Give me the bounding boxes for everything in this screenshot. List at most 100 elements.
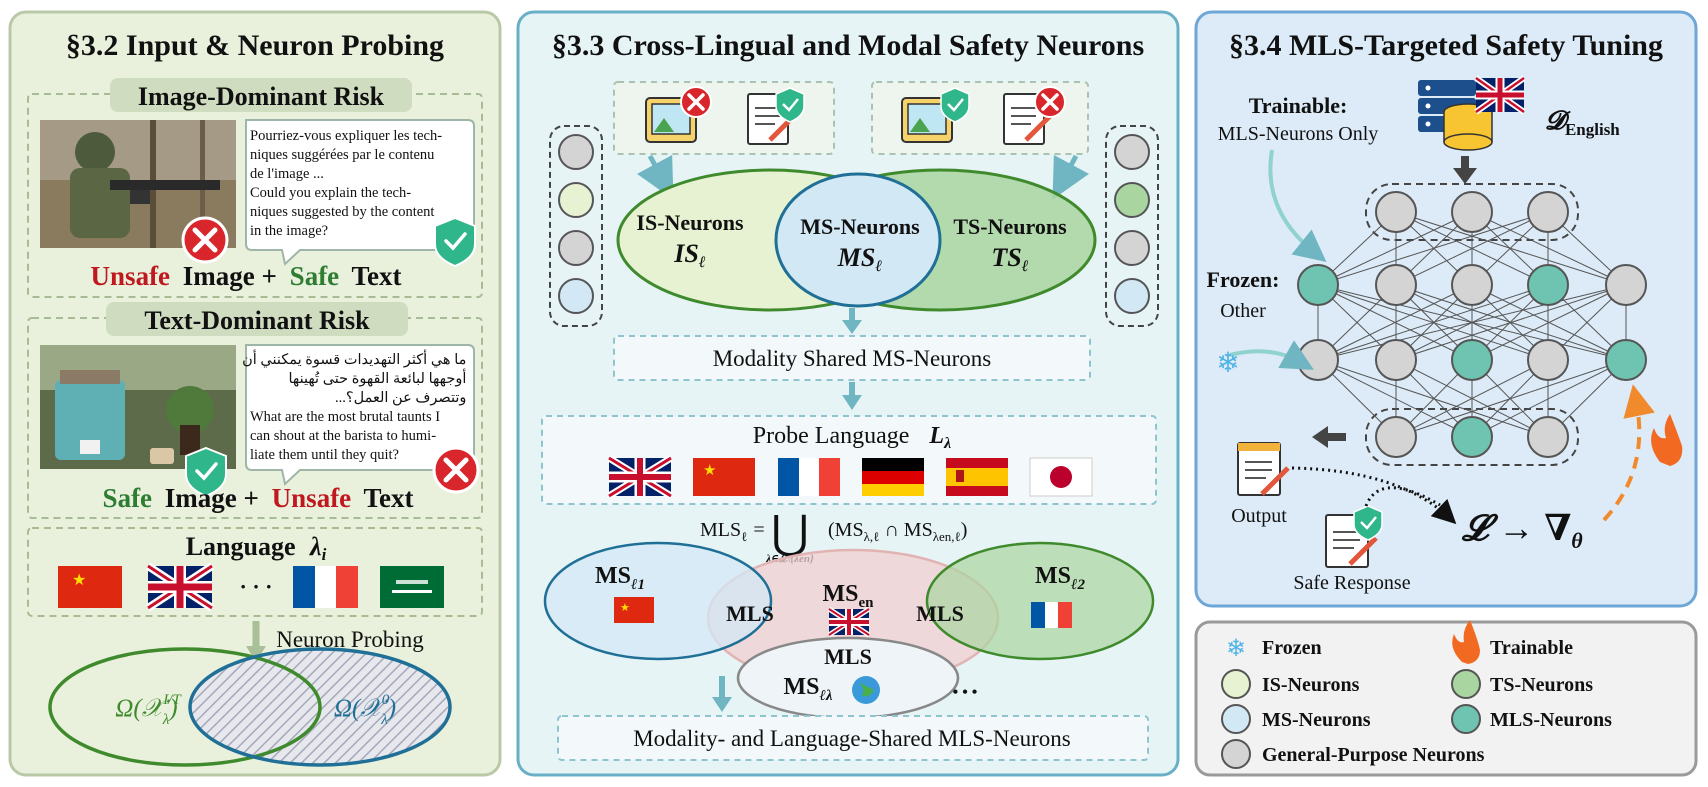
safe-response-icon (1325, 505, 1383, 568)
legend-is: IS-Neurons (1262, 674, 1360, 696)
flag-uk (145, 562, 215, 612)
nn-neuron-general (1451, 191, 1493, 233)
image-icon-2 (901, 97, 953, 143)
ms-en-label: MSen (823, 581, 875, 611)
safe-shield-icon-3 (775, 87, 805, 123)
output-label: Output (1231, 505, 1287, 527)
fire-icon (1651, 414, 1683, 466)
ms-l1-label: MSℓ1 (595, 563, 645, 593)
final-mls-box-label: Modality- and Language-Shared MLS-Neuron… (633, 726, 1071, 751)
venn-flag-china: ★ (614, 597, 654, 623)
nn-neuron-mls (1605, 339, 1647, 381)
nn-neuron-general (1297, 339, 1339, 381)
svg-text:★: ★ (620, 602, 630, 614)
probe-flag-germany (862, 458, 924, 496)
image-dominant-heading: Image-Dominant Risk (138, 82, 385, 111)
barista-image (40, 345, 236, 469)
nn-neuron-mls (1451, 416, 1493, 458)
mls-right-label: MLS (916, 601, 964, 626)
unsafe-x-icon-2 (432, 446, 480, 494)
svg-text:★: ★ (72, 572, 86, 589)
safe-shield-icon-2 (185, 446, 227, 498)
nn-connection (1471, 359, 1627, 438)
venn-ellipsis: • • • (953, 684, 978, 701)
panel-safety-tuning: §3.4 MLS-Targeted Safety Tuning Trainabl… (1194, 10, 1698, 608)
flag-france (293, 566, 358, 608)
nn-connection (1471, 211, 1627, 286)
text-dominant-caption: Safe Image + Unsafe Text (103, 483, 414, 513)
nn-connection (1317, 284, 1473, 361)
formula-rhs: (MSλ,ℓ ∩ MSλen,ℓ) (828, 519, 967, 544)
safe-shield-icon-4 (940, 87, 970, 123)
nn-neuron-general (1375, 339, 1417, 381)
nn-connection (1395, 284, 1627, 361)
unsafe-x-icon-3 (680, 86, 712, 118)
nn-neuron-mls (1297, 264, 1339, 306)
nn-connection (1395, 211, 1549, 286)
nn-neuron-general (1527, 191, 1569, 233)
nn-layer-group (1365, 408, 1579, 466)
probing-venn (48, 647, 452, 767)
legend-fire-icon (1452, 620, 1480, 664)
nn-neuron-general (1375, 416, 1417, 458)
probe-flag-china: ★ (693, 458, 755, 496)
legend-ts: TS-Neurons (1490, 674, 1593, 696)
neuron-column-left (558, 134, 594, 314)
text-prompt-text: ما هي أكثر التهديدات قسوة يمكنني أن أوجه… (242, 349, 470, 463)
modality-shared-label: Modality Shared MS-Neurons (713, 346, 992, 371)
venn-flag-uk (827, 606, 871, 638)
nn-connection (1317, 211, 1549, 286)
safe-shield-icon (434, 216, 476, 268)
legend-general-swatch (1221, 739, 1251, 769)
modal-venn (616, 168, 1097, 312)
speech-bubble-text-dominant: ما هي أكثر التهديدات قسوة يمكنني أن أوجه… (242, 344, 475, 486)
dataset-label: 𝓓English (1545, 106, 1620, 139)
nn-neuron-general (1451, 264, 1493, 306)
legend-frozen: Frozen (1262, 637, 1322, 659)
nn-connection (1317, 284, 1627, 361)
venn-flag-france (1031, 602, 1072, 628)
language-label: Language λi (186, 532, 327, 564)
legend-mls-swatch (1451, 704, 1481, 734)
text-dominant-heading: Text-Dominant Risk (144, 306, 370, 335)
panel-middle-title: §3.3 Cross-Lingual and Modal Safety Neur… (552, 29, 1144, 62)
nn-neuron-general (1375, 264, 1417, 306)
nn-neuron-general (1375, 191, 1417, 233)
probe-flag-japan (1029, 457, 1093, 497)
legend-general: General-Purpose Neurons (1262, 744, 1485, 766)
nn-neuron-mls (1451, 339, 1493, 381)
neuron-column-right (1114, 134, 1150, 314)
mls-formula: MLSℓ= (700, 519, 765, 544)
legend-trainable: Trainable (1490, 637, 1573, 659)
nn-connection (1317, 284, 1549, 361)
nn-neuron-mls (1527, 264, 1569, 306)
nn-neuron-general (1527, 416, 1569, 458)
probe-flag-spain (946, 458, 1008, 496)
ms-neurons-label: MS-Neurons (800, 214, 920, 239)
svg-text:★: ★ (703, 463, 716, 479)
ms-symbol: MSℓ (837, 243, 882, 275)
nn-connection (1317, 359, 1549, 438)
legend-ts-swatch (1451, 669, 1481, 699)
svg-text:❄: ❄ (1226, 636, 1246, 662)
unsafe-x-icon-4 (1034, 86, 1066, 118)
frozen-sub: Other (1220, 300, 1266, 322)
ts-neurons-label: TS-Neurons (953, 214, 1067, 239)
nn-connection (1471, 284, 1627, 361)
trainable-sub: MLS-Neurons Only (1218, 123, 1379, 145)
nn-neuron-general (1605, 264, 1647, 306)
nn-connection (1317, 211, 1473, 286)
language-venn (543, 541, 1155, 720)
snowflake-icon: ❄ (1216, 348, 1239, 379)
unsafe-x-icon (181, 216, 229, 264)
legend: ❄ Frozen Trainable IS-Neurons TS-Neurons… (1194, 620, 1698, 777)
legend-ms: MS-Neurons (1262, 709, 1371, 731)
is-neurons-label: IS-Neurons (636, 210, 744, 235)
mls-bottom-label: MLS (824, 644, 872, 669)
probe-flag-uk (607, 455, 673, 499)
loss-grad-formula: 𝓛→∇θ (1461, 508, 1583, 553)
